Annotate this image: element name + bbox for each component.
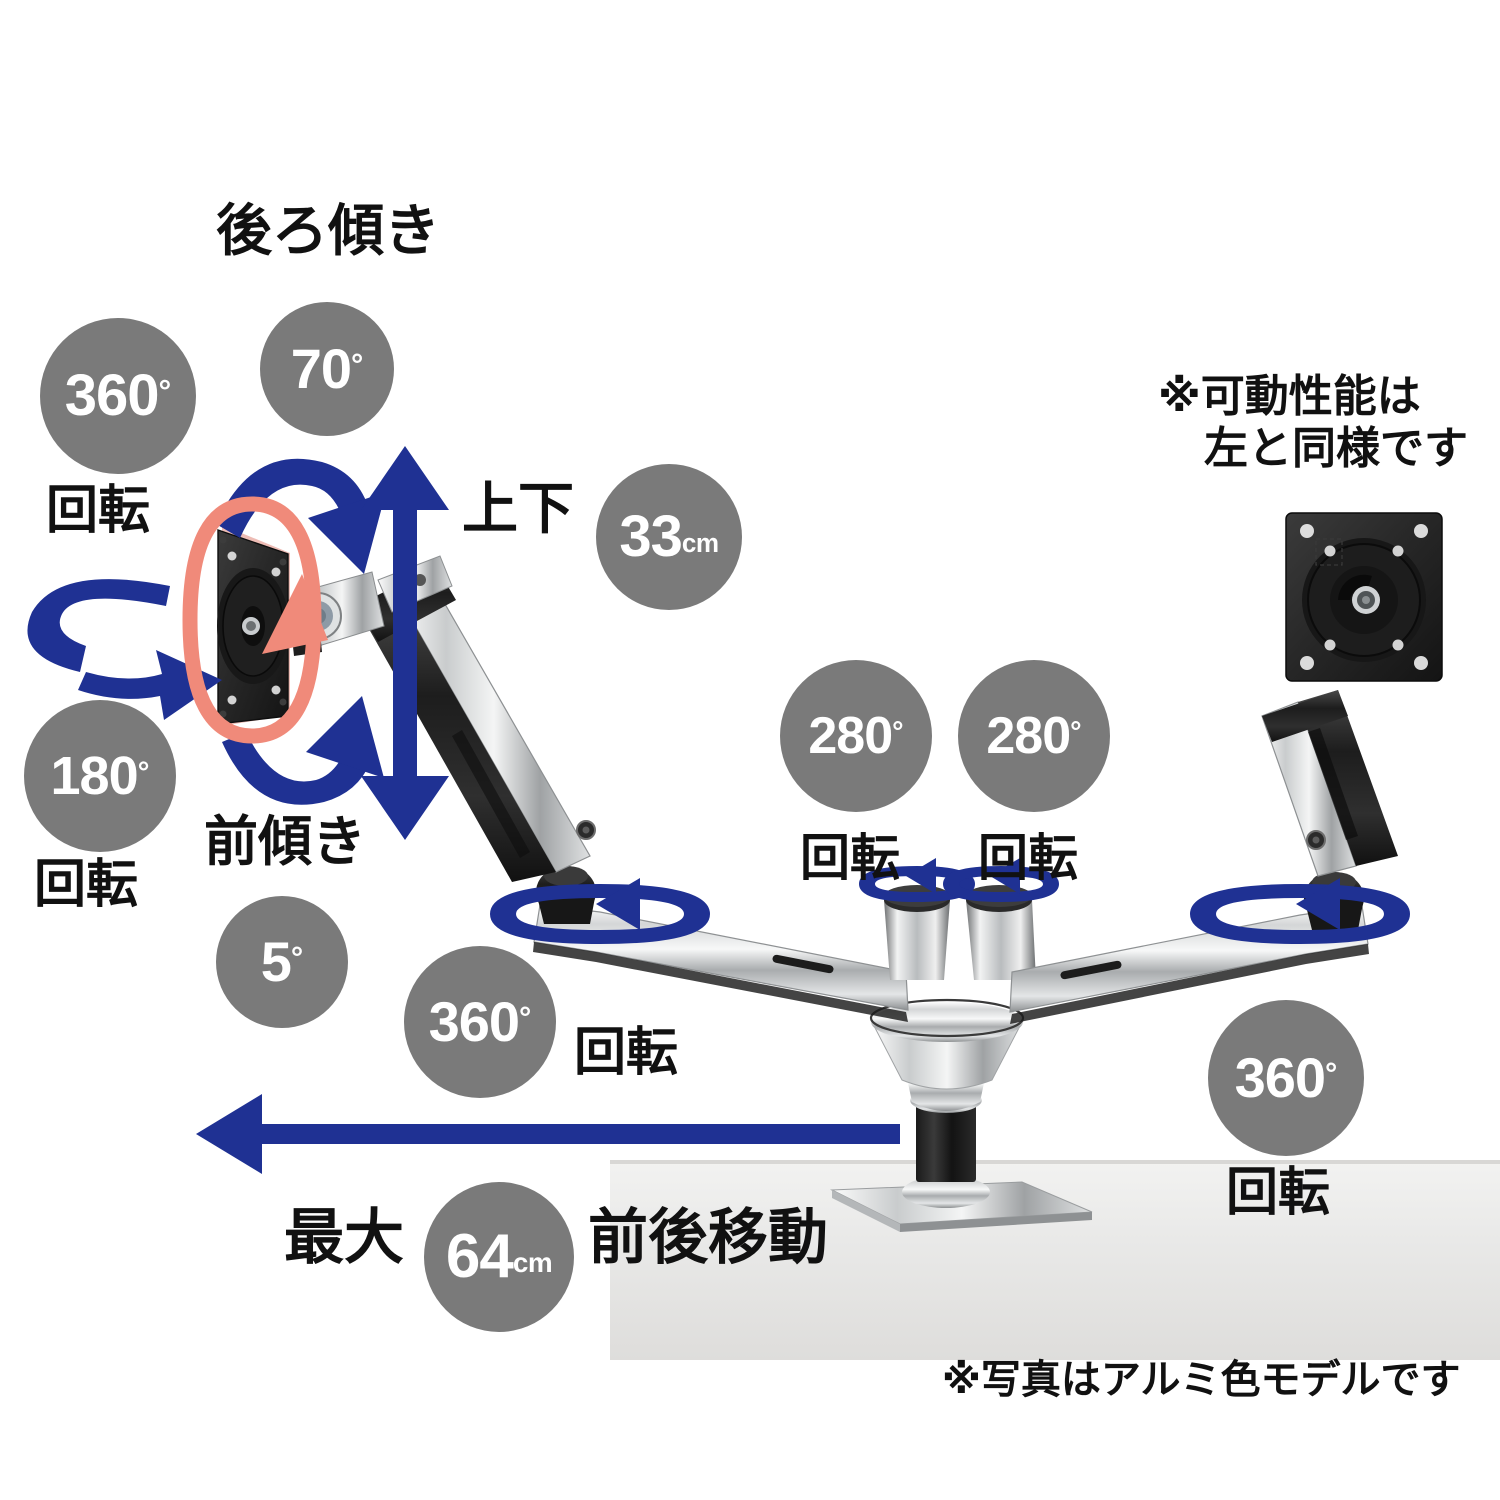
badge-degree-symbol: ° [1070,716,1082,749]
label-rotate-360-left-arm: 回転 [574,1024,679,1082]
badge-unit: cm [512,1247,553,1279]
label-rotate-280-inner: 回転 [800,830,900,886]
label-rotate-280-outer: 回転 [978,830,1078,886]
badge-rotate-280-outer: 280° [958,660,1110,812]
badge-degree-symbol: ° [137,755,150,789]
height-updown-arrow [361,446,449,840]
badge-rotate-360-right-arm: 360° [1208,1000,1364,1156]
badge-tilt-back-70: 70° [260,302,394,436]
plate-rotation-highlight [182,496,322,744]
reach-prefix-label: 最大 [284,1204,404,1271]
note-right-line1: ※可動性能は [1158,372,1421,421]
badge-rotate-360-left-arm: 360° [404,946,556,1098]
reach-suffix-label: 前後移動 [588,1204,828,1271]
badge-tilt-front-5: 5° [216,896,348,1028]
badge-degree-symbol: ° [1325,1055,1338,1091]
yaw-180-arrow [27,579,222,720]
badge-degree-symbol: ° [158,373,172,410]
badge-degree-symbol: ° [290,939,304,975]
left-arm-rotation-ring [490,878,710,944]
badge-degree-symbol: ° [892,716,904,749]
footnote-aluminium-model: ※写真はアルミ色モデルです [942,1358,1461,1402]
badge-value: 180 [50,746,139,806]
label-tilt-front: 前傾き [204,812,366,872]
badge-value: 5 [260,930,292,993]
badge-rotate-360-top-left: 360° [40,318,196,474]
badge-value: 33 [619,504,683,569]
badge-rotate-280-inner: 280° [780,660,932,812]
badge-value: 360 [428,990,520,1053]
desk-edge [610,1160,1500,1164]
tilt-back-arrow [216,458,386,574]
badge-value: 280 [808,707,893,765]
tilt-front-arrow [222,696,384,805]
badge-value: 64 [445,1222,514,1291]
badge-rotate-180-left: 180° [24,700,176,852]
badge-degree-symbol: ° [350,346,364,382]
badge-value: 280 [986,707,1071,765]
label-tilt-back: 後ろ傾き [216,199,440,262]
reach-horizontal-arrow [196,1094,900,1174]
note-right-line2: 左と同様です [1204,424,1468,473]
badge-unit: cm [681,527,719,558]
label-rotate-180-left: 回転 [34,856,139,914]
label-updown: 上下 [462,477,574,540]
badge-value: 360 [1234,1046,1326,1109]
label-rotate-360-top-left: 回転 [46,482,151,540]
badge-value: 70 [290,337,352,400]
label-rotate-360-right-arm: 回転 [1226,1164,1331,1222]
badge-value: 360 [64,363,160,428]
badge-degree-symbol: ° [519,999,532,1035]
right-arm-rotation-ring [1190,878,1410,944]
